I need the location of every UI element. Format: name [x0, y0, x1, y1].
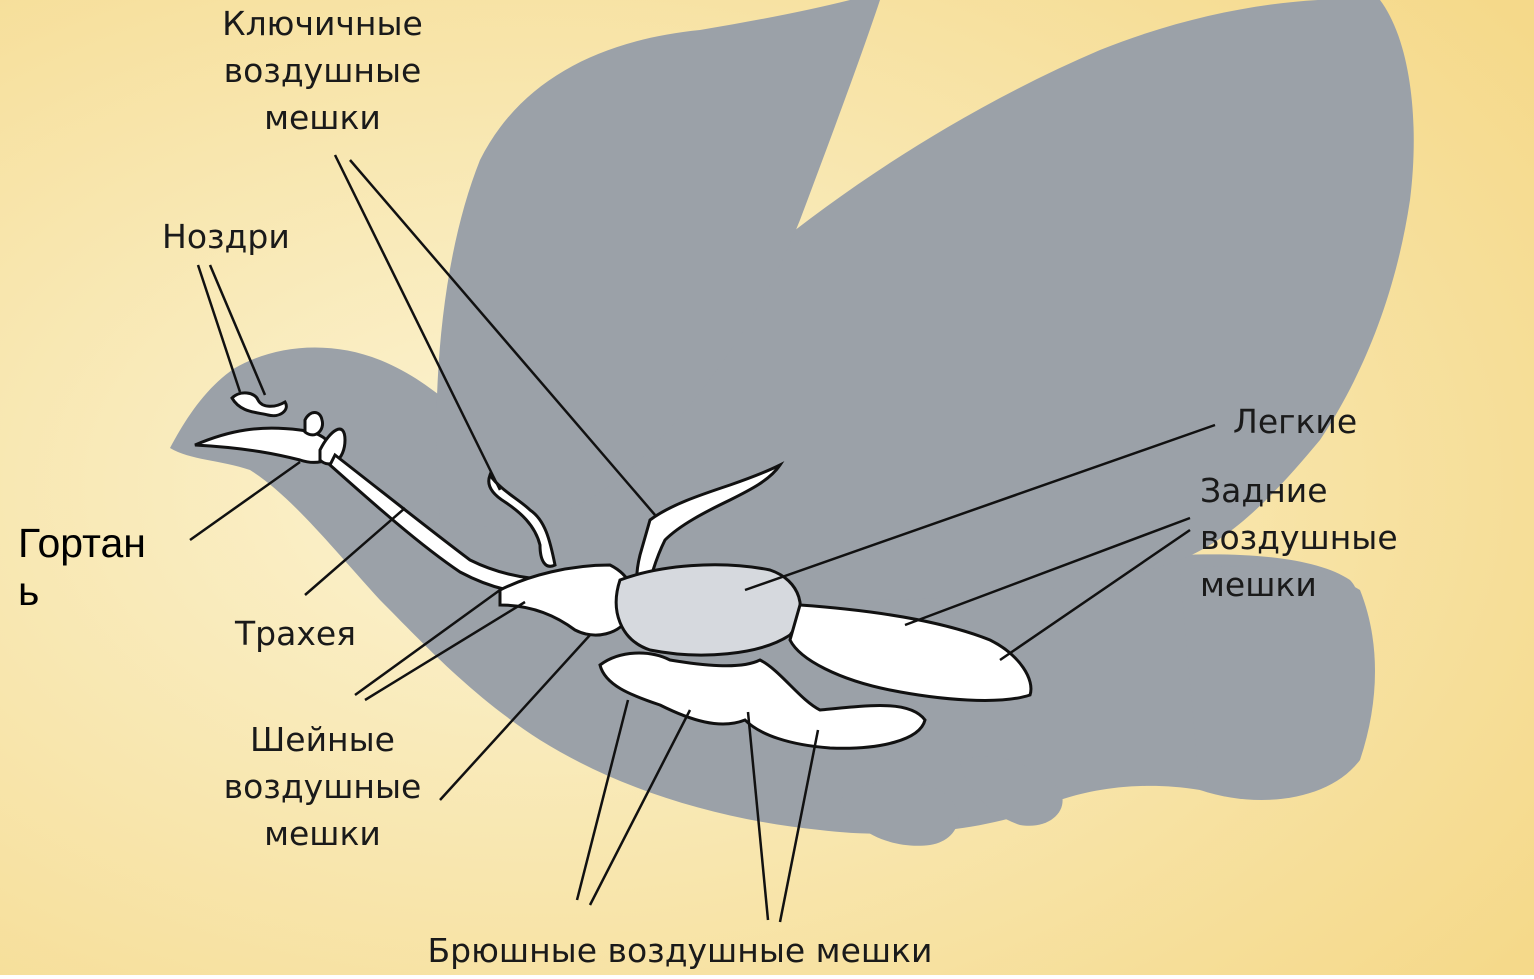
label-abdominal-sacs: Брюшные воздушные мешки	[420, 927, 940, 974]
label-lungs: Легкие	[1233, 398, 1373, 445]
label-clavicular-sacs: Ключичные воздушные мешки	[205, 0, 440, 141]
label-trachea: Трахея	[235, 610, 385, 657]
label-nostrils: Ноздри	[162, 213, 292, 260]
label-cervical-sacs: Шейные воздушные мешки	[205, 716, 440, 857]
label-larynx: Гортан ь	[18, 519, 178, 615]
label-posterior-sacs: Задние воздушные мешки	[1200, 467, 1530, 608]
lung	[616, 565, 800, 655]
nostril-2	[305, 413, 323, 435]
